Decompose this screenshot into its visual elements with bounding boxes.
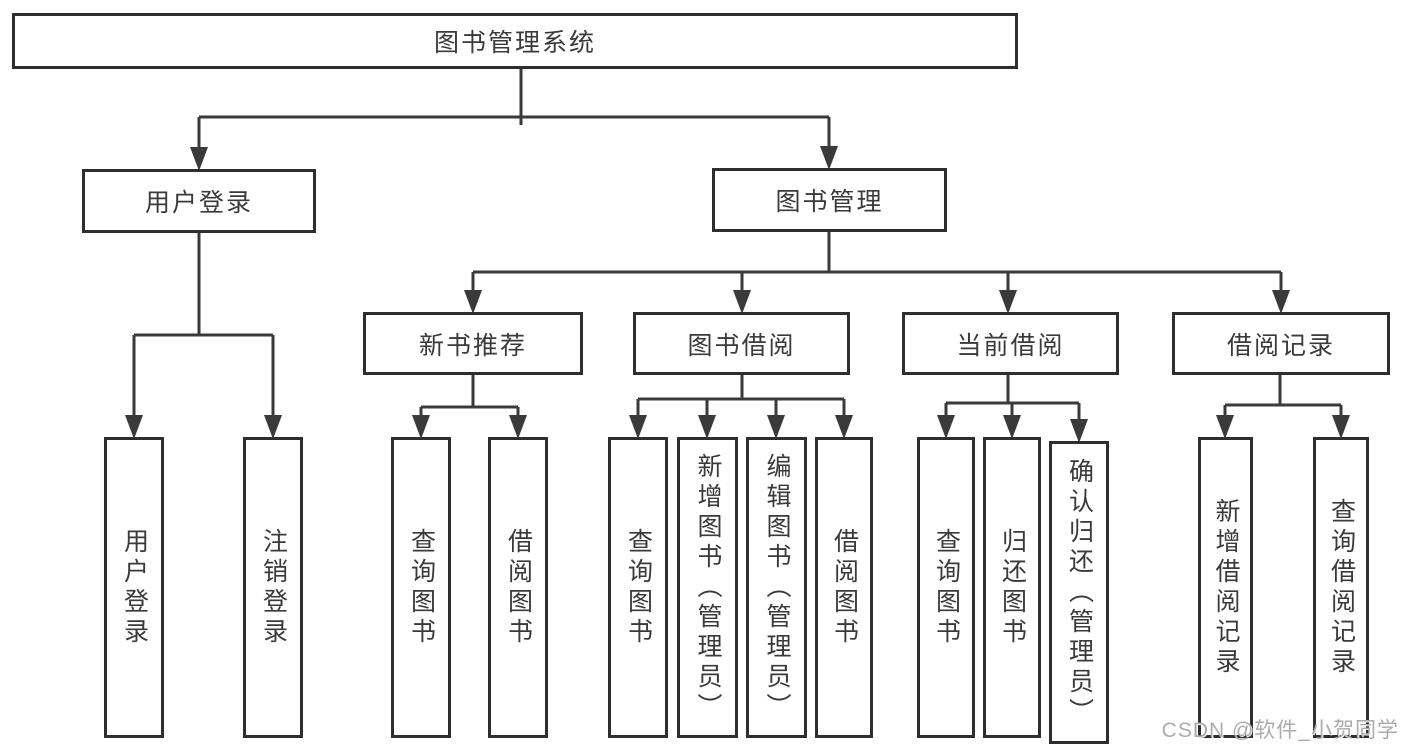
leaf-current-query-books: 查询图书 [917,437,975,738]
leaf-borrow-edit-books-admin: 编辑图书（管理员） [746,437,807,738]
leaf-borrow-query-books: 查询图书 [608,437,668,738]
node-book-management: 图书管理 [712,168,947,232]
node-user-login: 用户登录 [82,169,316,233]
leaf-records-add-record: 新增借阅记录 [1198,437,1253,738]
leaf-user-login: 用户登录 [104,437,164,738]
connector-lines-group [132,66,1343,423]
leaf-newbook-query-books: 查询图书 [391,437,451,738]
leaf-borrow-add-books-admin: 新增图书（管理员） [677,437,738,738]
csdn-watermark: CSDN @软件_小贺同学 [1161,719,1399,742]
node-book-borrow: 图书借阅 [633,312,850,375]
node-borrow-records: 借阅记录 [1172,312,1390,375]
leaf-current-return-books: 归还图书 [983,437,1041,738]
node-current-borrow: 当前借阅 [902,312,1119,375]
node-new-book-recommend: 新书推荐 [363,312,583,375]
leaf-current-confirm-return-admin: 确认归还（管理员） [1049,441,1109,744]
leaf-records-query-record: 查询借阅记录 [1313,437,1369,738]
leaf-newbook-borrow-books: 借阅图书 [488,437,548,738]
leaf-logout: 注销登录 [243,437,303,738]
node-root-library-system: 图书管理系统 [12,13,1018,69]
leaf-borrow-borrow-books: 借阅图书 [815,437,873,738]
arrowheads-group [125,146,1350,443]
